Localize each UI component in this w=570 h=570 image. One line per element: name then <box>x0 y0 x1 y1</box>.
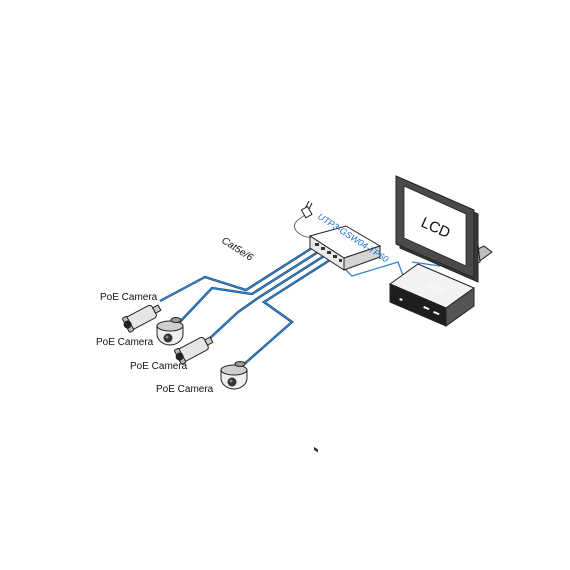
camera-1-label: PoE Camera <box>100 292 158 303</box>
nvr-front-panel <box>399 297 440 316</box>
cables <box>159 214 441 367</box>
camera-2-label: PoE Camera <box>96 337 154 348</box>
cable-camera-4 <box>241 258 331 367</box>
camera-4-label: PoE Camera <box>156 384 214 395</box>
switch-ports <box>315 243 342 262</box>
poe-switch <box>308 225 382 453</box>
cable-camera-1 <box>159 246 313 303</box>
power-plug-icon <box>300 200 313 219</box>
power-cord <box>294 214 313 239</box>
nvr-recorder <box>388 263 476 327</box>
cable-nvr-lcd <box>411 261 441 267</box>
cable-camera-3 <box>207 254 325 341</box>
cable-type-label: Cat5e/6 <box>219 235 255 264</box>
camera-3-label: PoE Camera <box>130 361 188 372</box>
lcd-monitor <box>395 175 493 283</box>
bullet-camera-icon <box>174 336 214 365</box>
dome-camera-icon <box>220 361 248 390</box>
bullet-camera-icon <box>122 304 162 333</box>
dome-camera-icon <box>156 317 184 346</box>
